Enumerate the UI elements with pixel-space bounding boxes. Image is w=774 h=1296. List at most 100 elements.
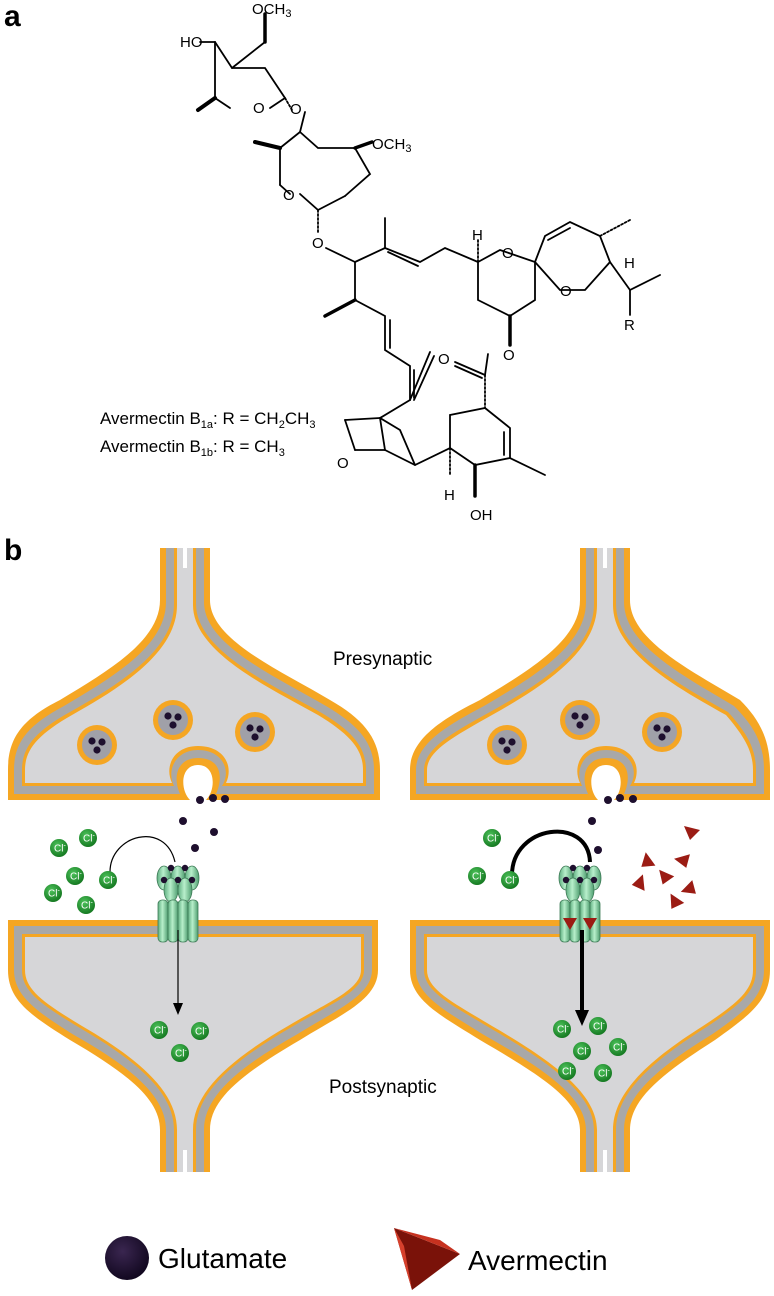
vesicle-lumen bbox=[82, 730, 112, 760]
atom-o-spiro2: O bbox=[560, 283, 572, 300]
chloride-ion-circle bbox=[553, 1020, 571, 1038]
chloride-ion-label: Cl- bbox=[81, 900, 93, 912]
chloride-ion: Cl- bbox=[66, 867, 84, 885]
free-glutamate bbox=[191, 844, 199, 852]
free-glutamate bbox=[179, 817, 187, 825]
bound-avermectin bbox=[563, 918, 577, 930]
chloride-ion: Cl- bbox=[150, 1021, 168, 1039]
chloride-ion-circle bbox=[573, 1042, 591, 1060]
atom-o-ring1: O bbox=[253, 100, 265, 117]
chloride-ion: Cl- bbox=[553, 1020, 571, 1038]
free-glutamate bbox=[196, 796, 204, 804]
atom-h-spiro: H bbox=[472, 227, 483, 244]
vesicle bbox=[487, 725, 527, 765]
postsynaptic-label: Postsynaptic bbox=[329, 1077, 437, 1098]
presynaptic-terminal-right bbox=[410, 548, 770, 800]
chloride-ion: Cl- bbox=[44, 884, 62, 902]
postsynaptic-terminal-left bbox=[8, 920, 378, 1172]
chloride-ion: Cl- bbox=[594, 1064, 612, 1082]
legend-glutamate-symbol bbox=[105, 1236, 149, 1280]
vesicle-lumen bbox=[240, 717, 270, 747]
chloride-ion-label: Cl- bbox=[557, 1024, 569, 1036]
vesicle-lumen bbox=[492, 730, 522, 760]
presynaptic-terminal-left bbox=[8, 548, 380, 800]
avermectin-structure bbox=[196, 12, 661, 498]
chloride-ion-label: Cl- bbox=[195, 1026, 207, 1038]
bound-avermectin bbox=[583, 918, 597, 930]
vesicle-glutamate bbox=[508, 738, 516, 746]
free-avermectin bbox=[659, 869, 675, 885]
bound-glutamate bbox=[590, 876, 598, 884]
chloride-ion: Cl- bbox=[171, 1044, 189, 1062]
atom-o-carbonyl: O bbox=[438, 351, 450, 368]
free-avermectin bbox=[680, 880, 696, 894]
chloride-ion-circle bbox=[501, 871, 519, 889]
vesicle-glutamate bbox=[663, 725, 671, 733]
bound-glutamate bbox=[181, 864, 189, 872]
chloride-ion: Cl- bbox=[191, 1022, 209, 1040]
chloride-ion-label: Cl- bbox=[562, 1066, 574, 1078]
vesicle bbox=[235, 712, 275, 752]
free-avermectin bbox=[641, 852, 656, 867]
chloride-ion-label: Cl- bbox=[70, 871, 82, 883]
chloride-ion-circle bbox=[77, 896, 95, 914]
vesicle-glutamate bbox=[98, 738, 106, 746]
vesicle-glutamate bbox=[498, 737, 506, 745]
vesicle-glutamate bbox=[174, 713, 182, 721]
synaptic-vesicles bbox=[77, 700, 682, 765]
chloride-ion-circle bbox=[589, 1017, 607, 1035]
atom-h-right: H bbox=[624, 255, 635, 272]
chloride-ion-circle bbox=[609, 1038, 627, 1056]
free-glutamate bbox=[588, 817, 596, 825]
free-avermectin bbox=[684, 826, 700, 840]
chloride-ion-circle bbox=[66, 867, 84, 885]
chloride-ion-charge: - bbox=[481, 871, 484, 878]
chloride-ion-charge: - bbox=[112, 875, 115, 882]
atom-o-link2: O bbox=[312, 235, 324, 252]
chloride-ion: Cl- bbox=[558, 1062, 576, 1080]
vesicle-lumen bbox=[647, 717, 677, 747]
atom-h-bottom: H bbox=[444, 487, 455, 504]
chloride-ion-charge: - bbox=[602, 1021, 605, 1028]
bound-glutamate bbox=[583, 864, 591, 872]
atom-r-group: R bbox=[624, 317, 635, 334]
channel-receptor bbox=[156, 864, 200, 943]
chloride-ion-charge: - bbox=[566, 1024, 569, 1031]
chloride-ion-charge: - bbox=[496, 833, 499, 840]
presynaptic-label: Presynaptic bbox=[333, 649, 432, 670]
atom-o-spiro1: O bbox=[502, 245, 514, 262]
chloride-ion-circle bbox=[50, 839, 68, 857]
chloride-ion-label: Cl- bbox=[598, 1068, 610, 1080]
chloride-ion-circle bbox=[44, 884, 62, 902]
chloride-ion: Cl- bbox=[589, 1017, 607, 1035]
chloride-ion: Cl- bbox=[468, 867, 486, 885]
free-glutamate bbox=[210, 828, 218, 836]
chloride-ion-charge: - bbox=[184, 1048, 187, 1055]
free-avermectin bbox=[631, 874, 645, 891]
receptor-transmembrane-helix bbox=[177, 899, 189, 943]
chloride-ion: Cl- bbox=[50, 839, 68, 857]
bound-glutamate bbox=[569, 864, 577, 872]
atom-labels: HO OCH3 O O OCH3 O O H O O H R O O O H O… bbox=[180, 1, 635, 524]
variant-b1b: Avermectin B1b: R = CH3 bbox=[100, 437, 285, 459]
down-arrowhead-left bbox=[173, 1003, 183, 1015]
chloride-ion-circle bbox=[594, 1064, 612, 1082]
chloride-ion-charge: - bbox=[204, 1026, 207, 1033]
bound-glutamate bbox=[188, 876, 196, 884]
bound-glutamate bbox=[160, 876, 168, 884]
chloride-ion-charge: - bbox=[79, 871, 82, 878]
vesicle-glutamate bbox=[503, 746, 511, 754]
receptor-transmembrane-helix bbox=[187, 899, 199, 943]
chloride-ion-label: Cl- bbox=[154, 1025, 166, 1037]
chloride-ion: Cl- bbox=[483, 829, 501, 847]
vesicle bbox=[560, 700, 600, 740]
chloride-ion: Cl- bbox=[79, 829, 97, 847]
chloride-ion-label: Cl- bbox=[472, 871, 484, 883]
vesicle-glutamate bbox=[581, 713, 589, 721]
vesicle-glutamate bbox=[169, 721, 177, 729]
chloride-ion-circle bbox=[483, 829, 501, 847]
free-glutamate bbox=[629, 795, 637, 803]
vesicle-glutamate bbox=[251, 733, 259, 741]
chloride-ion: Cl- bbox=[99, 871, 117, 889]
